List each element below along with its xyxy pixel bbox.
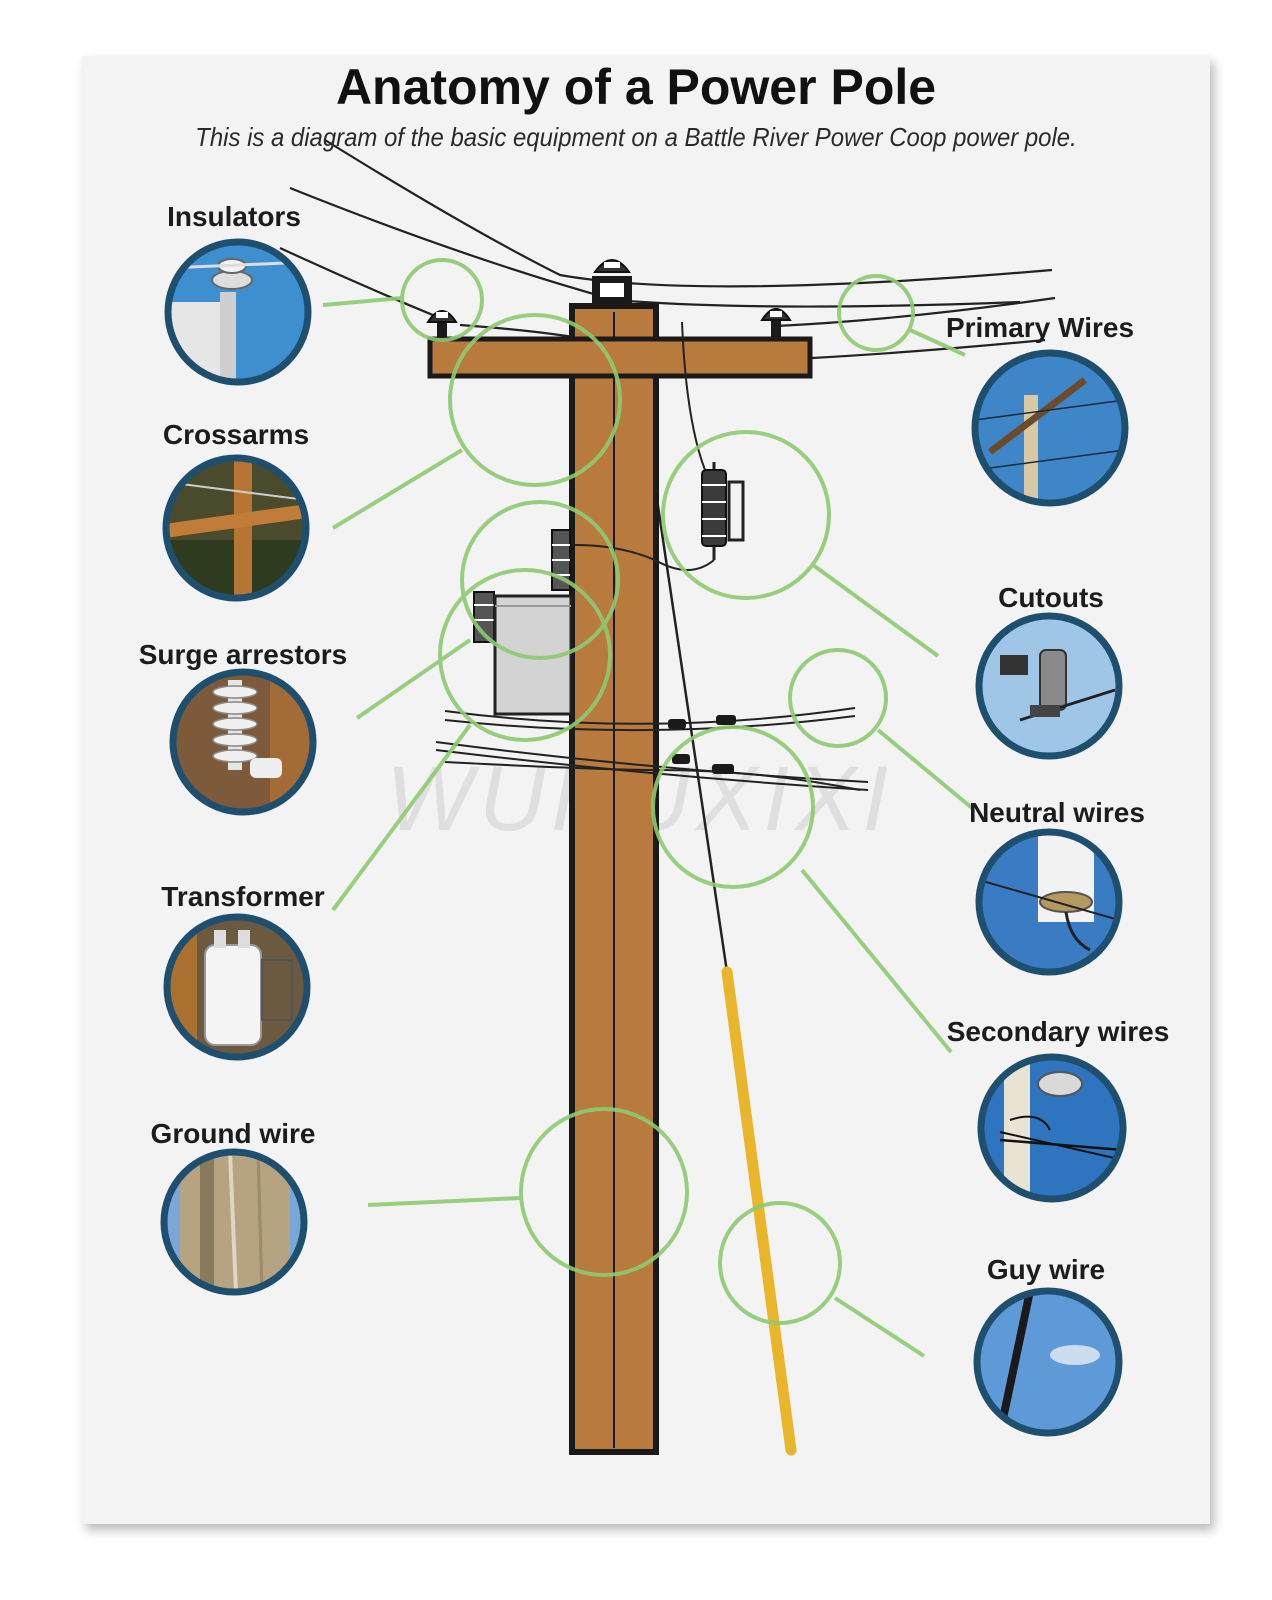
wire-connectors <box>668 715 736 774</box>
pole <box>569 303 659 1455</box>
label-surge-arrestors: Surge arrestors <box>139 639 348 670</box>
label-cutouts: Cutouts <box>998 582 1104 613</box>
callout-circle-secondary-wires <box>651 725 815 889</box>
callout-circle-cutouts <box>661 430 831 600</box>
badge-insulators: Insulators <box>164 201 312 386</box>
label-transformer: Transformer <box>161 881 324 912</box>
callout-circle-surge-arrestors <box>460 500 620 660</box>
callout-circle-ground-wire <box>519 1107 689 1277</box>
label-secondary-wires: Secondary wires <box>947 1016 1170 1047</box>
page-title: Anatomy of a Power Pole <box>335 59 937 115</box>
badge-secondary-wires: Secondary wires <box>947 1016 1170 1203</box>
label-insulators: Insulators <box>167 201 301 232</box>
transformer-device <box>473 591 573 716</box>
callout-circle-crossarms <box>448 313 622 487</box>
label-primary-wires: Primary Wires <box>946 312 1134 343</box>
label-ground-wire: Ground wire <box>151 1118 316 1149</box>
label-guy-wire: Guy wire <box>987 1254 1105 1285</box>
overhead-wires <box>279 139 1056 360</box>
badge-ground-wire: Ground wire <box>151 1118 316 1296</box>
insulator-top <box>592 259 632 306</box>
insulator-right <box>760 308 792 339</box>
crossarm <box>427 336 813 379</box>
guy-wire-line <box>648 451 797 1456</box>
callout-circle-primary-wires <box>837 274 915 352</box>
badge-crossarms: Crossarms <box>162 419 310 602</box>
badge-primary-wires: Primary Wires <box>946 312 1134 507</box>
callout-circle-neutral-wires <box>788 648 888 748</box>
insulator-left <box>426 310 458 339</box>
label-neutral-wires: Neutral wires <box>969 797 1145 828</box>
badge-guy-wire: Guy wire <box>973 1254 1123 1437</box>
page-subtitle: This is a diagram of the basic equipment… <box>195 122 1077 152</box>
cutout-device <box>574 321 745 571</box>
badge-surge-arrestors: Surge arrestors <box>139 639 348 816</box>
badge-cutouts: Cutouts <box>975 582 1123 760</box>
label-crossarms: Crossarms <box>163 419 309 450</box>
badge-neutral-wires: Neutral wires <box>969 797 1145 976</box>
callout-circle-guy-wire <box>718 1201 842 1325</box>
badge-transformer: Transformer <box>161 881 325 1061</box>
callout-circle-transformer <box>438 568 612 742</box>
callouts <box>322 258 974 1358</box>
